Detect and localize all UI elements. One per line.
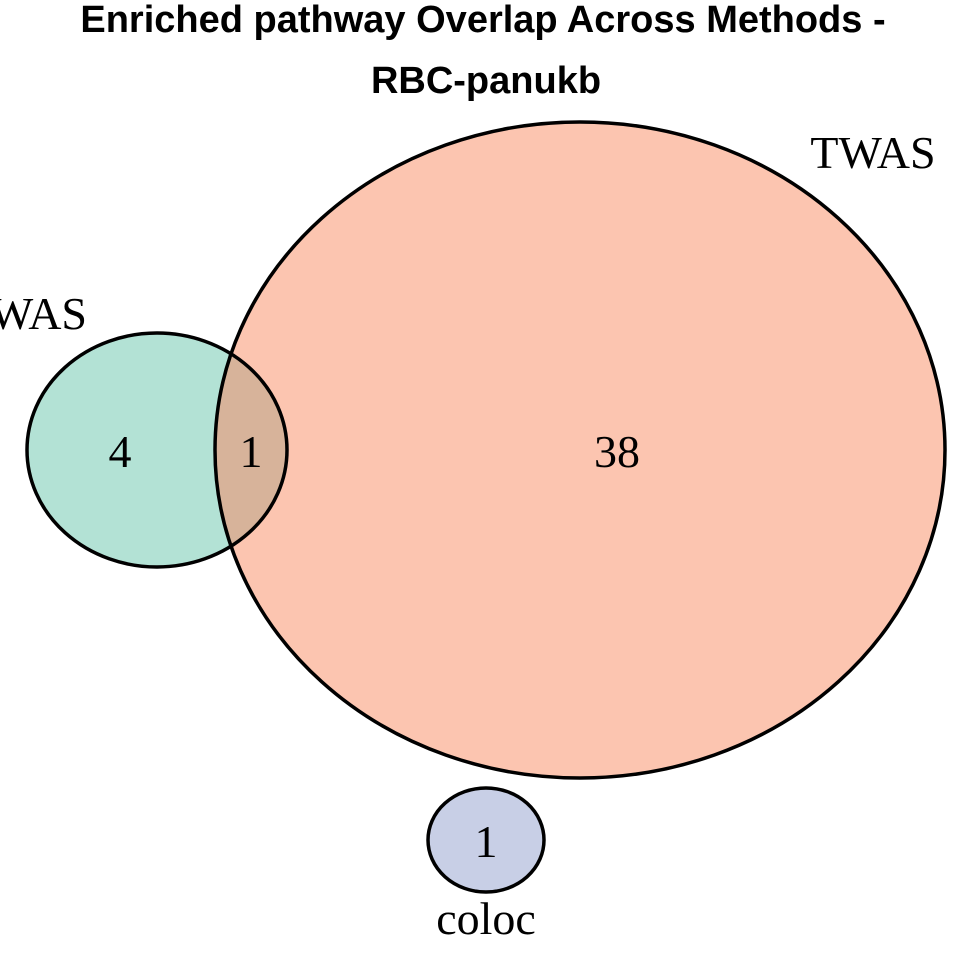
chart-title-line-2: RBC-panukb	[371, 60, 601, 102]
twas-set-label: TWAS	[810, 127, 935, 178]
gwas-only-count: 4	[109, 426, 132, 477]
coloc-set-outline	[426, 786, 546, 894]
gwas-twas-overlap-count: 1	[240, 426, 263, 477]
gwas-set-outline	[25, 331, 289, 569]
twas-set-outline	[213, 120, 947, 780]
twas-only-count: 38	[594, 426, 640, 477]
twas-set-circle	[215, 122, 945, 778]
gwas-set-label: GWAS	[0, 288, 87, 339]
coloc-set-circle	[428, 788, 544, 892]
chart-title-line-1: Enriched pathway Overlap Across Methods …	[80, 0, 885, 41]
coloc-only-count: 1	[475, 816, 498, 867]
coloc-set-label: coloc	[436, 893, 536, 944]
